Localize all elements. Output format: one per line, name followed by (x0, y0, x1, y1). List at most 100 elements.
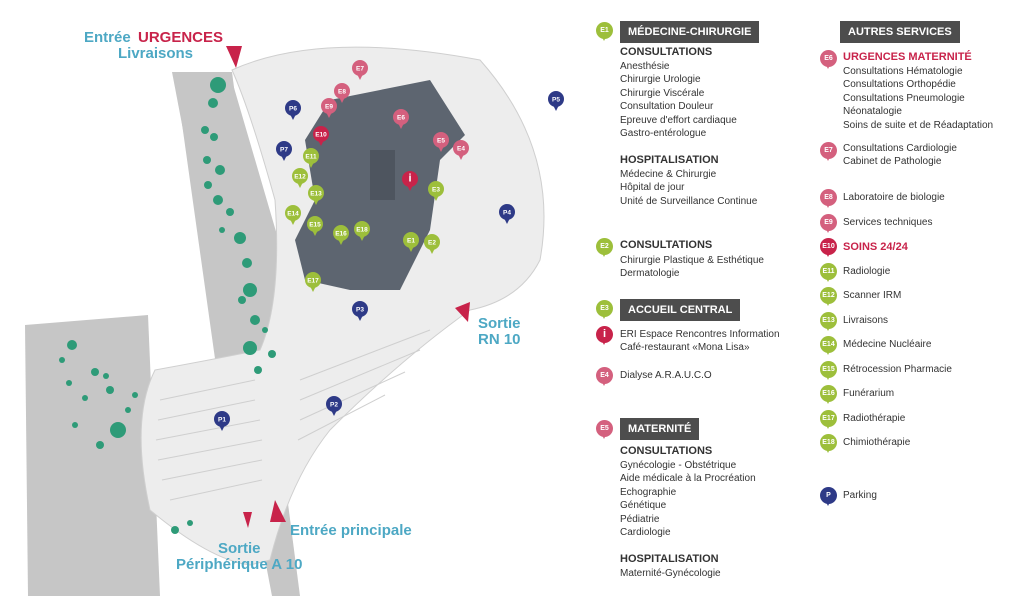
legend-item: Chirurgie Plastique & Esthétique (620, 255, 764, 266)
badge-e12: E12 (820, 287, 837, 306)
badge-e2: E2 (596, 238, 613, 257)
svg-text:P6: P6 (289, 106, 297, 113)
e8-text: Laboratoire de biologie (843, 192, 945, 203)
green-area-strip (175, 74, 296, 380)
tree (208, 98, 218, 108)
badge-e4: E4 (596, 367, 613, 386)
legend-item: Maternité-Gynécologie (620, 568, 721, 579)
svg-text:E10: E10 (315, 132, 327, 139)
svg-text:E5: E5 (437, 138, 445, 145)
e1-hosp-title: HOSPITALISATION (620, 154, 719, 166)
tree (203, 156, 211, 164)
sortie-rn-label-2: RN 10 (478, 331, 521, 348)
green-area-west (25, 315, 160, 596)
legend-item: Epreuve d'effort cardiaque (620, 114, 737, 126)
map-marker-e8: E8 (334, 83, 350, 103)
legend-item: Consultations Cardiologie (843, 143, 957, 154)
legend-item: Consultation Douleur (620, 101, 714, 113)
tree (250, 315, 260, 325)
section-title-autres-services: AUTRES SERVICES (840, 21, 960, 43)
legend-item: Gastro-entérologue (620, 128, 707, 139)
section-title-accueil-central: ACCUEIL CENTRAL (620, 299, 741, 321)
badge-e18: E18 (820, 434, 837, 453)
map-marker-e5: E5 (433, 132, 449, 152)
badge-e6: E6 (820, 50, 837, 69)
legend-item: Consultations Orthopédie (843, 79, 956, 91)
e16-text: Funérarium (843, 388, 895, 399)
e5-hosp-title: HOSPITALISATION (620, 553, 719, 565)
svg-text:E8: E8 (338, 89, 346, 96)
badge-e8: E8 (820, 189, 837, 208)
tree (262, 327, 268, 333)
map-marker-e16: E16 (333, 225, 349, 245)
badge-e10: E10 (820, 238, 837, 257)
section-title-maternite: MATERNITÉ (620, 418, 700, 440)
map-marker-e11: E11 (303, 148, 319, 168)
map-marker-p7: P7 (276, 141, 292, 161)
section-title-medecine-chirurgie: MÉDECINE-CHIRURGIE (620, 21, 760, 43)
badge-e15: E15 (820, 361, 837, 380)
map-marker-e13: E13 (308, 185, 324, 205)
trees (59, 77, 276, 534)
map-marker-e2: E2 (424, 234, 440, 254)
parking-lots (155, 329, 431, 501)
site-outline (140, 46, 545, 566)
tree (103, 373, 109, 379)
badge-e17: E17 (820, 410, 837, 429)
svg-text:E17: E17 (307, 278, 319, 285)
legend-item: Consultations Hématologie (843, 66, 963, 77)
map-marker-e9: E9 (321, 98, 337, 118)
map-marker-e14: E14 (285, 205, 301, 225)
legend-item: Gynécologie - Obstétrique (620, 460, 737, 471)
tree (201, 126, 209, 134)
map-marker-e3: E3 (428, 181, 444, 201)
legend-item: Hôpital de jour (620, 182, 685, 194)
map-marker-p5: P5 (548, 91, 564, 111)
badge-e7: E7 (820, 142, 837, 161)
svg-text:P2: P2 (330, 402, 338, 409)
legend-item: Génétique (620, 500, 667, 512)
map-marker-p3: P3 (352, 301, 368, 321)
svg-text:i: i (408, 173, 411, 185)
tree (59, 357, 65, 363)
legend-item: Pédiatrie (620, 513, 660, 525)
tree (187, 520, 193, 526)
tree (242, 258, 252, 268)
e13-text: Livraisons (843, 315, 889, 326)
legend-item: ERI Espace Rencontres Information (620, 329, 780, 340)
svg-text:E2: E2 (428, 240, 436, 247)
e11-text: Radiologie (843, 266, 891, 277)
exit-arrow-rn10 (455, 302, 470, 322)
badge-e13: E13 (820, 312, 837, 331)
map-marker-e6: E6 (393, 109, 409, 129)
e12-text: Scanner IRM (843, 290, 902, 301)
map-marker-e4: E4 (453, 140, 469, 160)
map-marker-e15: E15 (307, 216, 323, 236)
sortie-peripherique-label-2: Périphérique A 10 (176, 556, 302, 573)
tree (132, 392, 138, 398)
legend-item: Néonatalogie (843, 106, 902, 118)
legend-item: Chirurgie Urologie (620, 74, 701, 86)
legend-item: Café-restaurant «Mona Lisa» (620, 342, 750, 354)
e4-text: Dialyse A.R.A.U.C.O (620, 370, 712, 381)
tree (125, 407, 131, 413)
svg-text:E11: E11 (305, 154, 317, 161)
tree (171, 526, 179, 534)
svg-text:E18: E18 (356, 227, 368, 234)
sortie-rn-label-1: Sortie (478, 315, 521, 332)
legend-item: Anesthésie (620, 61, 670, 72)
e14-text: Médecine Nucléaire (843, 339, 932, 350)
svg-text:P7: P7 (280, 147, 288, 154)
tree (215, 165, 225, 175)
tree (226, 208, 234, 216)
e6-title: URGENCES MATERNITÉ (843, 51, 972, 63)
tree (67, 340, 77, 350)
badge-e9: E9 (820, 214, 837, 233)
tree (254, 366, 262, 374)
tree (66, 380, 72, 386)
map-marker-e17: E17 (305, 272, 321, 292)
map-marker-p1: P1 (214, 411, 230, 431)
svg-text:E13: E13 (310, 191, 322, 198)
tree (234, 232, 246, 244)
